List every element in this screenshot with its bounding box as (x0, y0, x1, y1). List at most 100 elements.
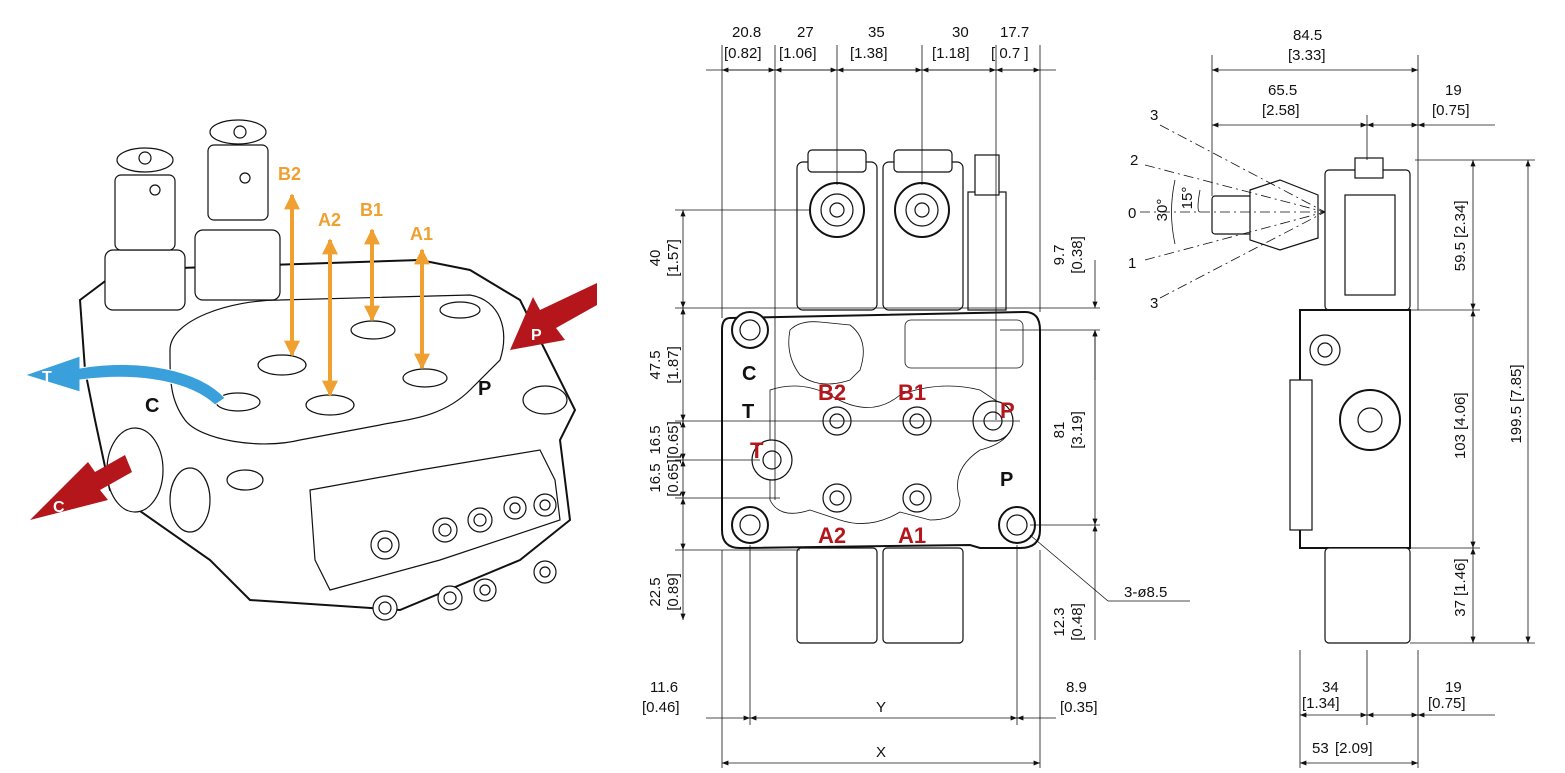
dim-53-in: [2.09] (1335, 740, 1373, 757)
dim-19-top-in: [0.75] (1432, 102, 1470, 119)
iso-body-letter-p: P (478, 378, 491, 400)
front-valve-body (721, 310, 1041, 550)
iso-side-hole (169, 467, 211, 533)
iso-view: C P B2 A2 B1 A1 T C P (23, 119, 597, 621)
dim-16-5-lower: 16.5 (647, 463, 664, 492)
cylinder-flow-arrow: C (30, 455, 132, 520)
dim-17-7-in: [ 0.7 ] (991, 45, 1029, 62)
dim-37-in: [1.46] (1452, 558, 1469, 596)
iso-side-hole (522, 385, 568, 415)
front-label-b2: B2 (818, 380, 846, 405)
dim-40-in: [1.57] (665, 239, 682, 277)
dim-9-7-in: [0.38] (1069, 236, 1086, 274)
front-bottom-cap (796, 547, 878, 644)
lever-pos-2: 2 (1130, 152, 1138, 169)
dim-103: 103 (1452, 434, 1469, 459)
front-plain-c: C (742, 363, 756, 385)
front-extension-lines (675, 45, 1100, 768)
dim-199-5-in: [7.85] (1508, 364, 1525, 402)
dim-81: 81 (1051, 422, 1068, 439)
dim-22-5-in: [0.89] (665, 573, 682, 611)
dim-20-8-in: [0.82] (724, 45, 762, 62)
front-label-a1: A1 (898, 523, 926, 548)
tank-flow-arrow: T (23, 355, 226, 406)
iso-body-letter-c: C (145, 395, 159, 417)
dim-40: 40 (647, 250, 664, 267)
iso-work-port-arrows (284, 193, 430, 397)
dim-27-in: [1.06] (779, 45, 817, 62)
dim-11-6: 11.6 (650, 679, 678, 696)
front-label-p: P (1000, 398, 1015, 423)
front-plain-t: T (742, 401, 754, 423)
dim-47-5-in: [1.87] (665, 346, 682, 384)
pressure-flow-arrow: P (510, 283, 597, 350)
tank-flow-label: T (42, 369, 52, 386)
front-bottom-cap (882, 547, 964, 644)
side-lever (1211, 179, 1319, 251)
dim-199-5: 199.5 (1508, 406, 1525, 444)
dim-47-5: 47.5 (647, 350, 664, 379)
dim-19-bottom-in: [0.75] (1428, 695, 1466, 712)
iso-spool-handle-left (104, 147, 186, 311)
front-relief-valve (967, 191, 1007, 311)
dim-17-7: 17.7 (1000, 24, 1029, 41)
dim-27: 27 (797, 24, 814, 41)
side-view: 3 2 0 1 3 30° 15° 84.5 [3.33] 65.5 [2.58… (1128, 27, 1535, 768)
dim-59-5: 59.5 (1452, 242, 1469, 271)
dim-34: 34 (1322, 679, 1339, 696)
dim-y: Y (876, 699, 886, 716)
side-lower-block (1324, 547, 1411, 644)
dim-34-in: [1.34] (1302, 695, 1340, 712)
dim-12-3: 12.3 (1051, 607, 1068, 636)
dim-x: X (876, 744, 886, 761)
dim-9-7: 9.7 (1051, 245, 1068, 266)
dim-22-5: 22.5 (647, 577, 664, 606)
dim-30-in: [1.18] (932, 45, 970, 62)
dim-30: 30 (952, 24, 969, 41)
iso-spool-caps (309, 449, 561, 621)
dim-19-bottom: 19 (1445, 679, 1462, 696)
label-b2: B2 (278, 164, 301, 184)
label-a2: A2 (318, 210, 341, 230)
dim-65-5: 65.5 (1268, 82, 1297, 99)
front-label-b1: B1 (898, 380, 926, 405)
lever-pos-3-top: 3 (1150, 107, 1158, 124)
cylinder-flow-label: C (53, 499, 65, 516)
lever-pos-0: 0 (1128, 205, 1136, 222)
dim-16-5-upper-in: [0.65] (665, 421, 682, 459)
label-b1: B1 (360, 200, 383, 220)
iso-port-hole (305, 394, 355, 416)
lever-pos-1: 1 (1128, 255, 1136, 272)
iso-port-hole (439, 301, 481, 319)
dim-84-5: 84.5 (1293, 27, 1322, 44)
dim-12-3-in: [0.48] (1069, 603, 1086, 641)
front-plain-p: P (1000, 469, 1013, 491)
dim-16-5-lower-in: [0.65] (665, 459, 682, 497)
label-a1: A1 (410, 224, 433, 244)
dim-8-9: 8.9 (1066, 679, 1087, 696)
dim-35: 35 (868, 24, 885, 41)
pressure-flow-label: P (531, 327, 542, 344)
dim-37: 37 (1452, 600, 1469, 617)
iso-port-hole (402, 368, 448, 388)
hole-callout: 3-ø8.5 (1124, 584, 1167, 601)
iso-port-hole (257, 354, 307, 376)
lever-position-lines (1140, 124, 1326, 299)
dim-35-in: [1.38] (850, 45, 888, 62)
dim-16-5-upper: 16.5 (647, 425, 664, 454)
iso-spool-handle-right (194, 119, 281, 301)
dim-53: 53 (1312, 740, 1329, 757)
front-label-t: T (750, 438, 764, 463)
iso-port-hole (350, 320, 396, 340)
dim-11-6-in: [0.46] (642, 699, 680, 716)
dim-84-5-in: [3.33] (1288, 47, 1326, 64)
dim-59-5-in: [2.34] (1452, 200, 1469, 238)
dim-81-in: [3.19] (1069, 411, 1086, 449)
angle-30: 30° (1154, 199, 1171, 222)
dim-65-5-in: [2.58] (1262, 102, 1300, 119)
dim-19-top: 19 (1445, 82, 1462, 99)
front-view: B2 B1 P T A2 A1 C T P (642, 24, 1190, 768)
dim-20-8: 20.8 (732, 24, 761, 41)
angle-15: 15° (1179, 187, 1196, 210)
